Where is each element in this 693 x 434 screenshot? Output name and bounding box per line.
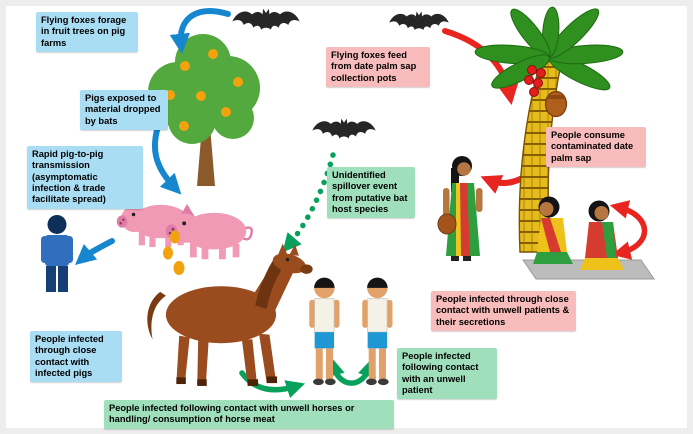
green-arrows: [239, 152, 376, 399]
label-pig-to-pig: Rapid pig-to-pig transmission (asymptoma…: [27, 146, 143, 209]
label-consume-sap: People consume contaminated date palm sa…: [546, 127, 646, 167]
arrow-person-to-person-green: [326, 356, 376, 386]
arrow-pigs-to-person: [75, 238, 115, 265]
date-palm-icon: [474, 6, 624, 253]
arrow-spillover-dotted: [282, 152, 336, 253]
horse-icon: [147, 243, 313, 386]
person-icon-blue: [41, 215, 73, 292]
patient-one-icon: [533, 196, 573, 264]
flying-fox-top-icon: [232, 8, 300, 30]
dropped-fruit-icon: [163, 230, 185, 275]
label-horse-contact: People infected following contact with u…: [104, 400, 394, 429]
flying-fox-right-icon: [389, 11, 449, 31]
label-people-pigs: People infected through close contact wi…: [30, 331, 122, 383]
label-foxes-feed: Flying foxes feed from date palm sap col…: [326, 47, 430, 87]
arrow-bat-to-tree: [169, 8, 231, 55]
date-fruit-cluster-icon: [524, 65, 546, 97]
label-patients-contact: People infected through close contact wi…: [431, 291, 576, 331]
label-foxes-forage: Flying foxes forage in fruit trees on pi…: [36, 12, 138, 52]
patients-group-icon: [522, 196, 655, 280]
woman-with-pot-icon: [437, 156, 483, 261]
label-pigs-exposed: Pigs exposed to material dropped by bats: [80, 90, 168, 130]
label-spillover: Unidentified spillover event from putati…: [327, 167, 415, 219]
sap-collection-pot-icon: [544, 90, 568, 118]
label-unwell-patient: People infected following contact with a…: [397, 348, 497, 400]
arrow-person-to-person-red: [609, 200, 648, 260]
flying-fox-middle-icon: [312, 118, 376, 139]
tree-fruit-icon: [165, 49, 243, 131]
patient-two-icon: [580, 200, 624, 270]
arrow-horse-to-people: [239, 370, 306, 399]
